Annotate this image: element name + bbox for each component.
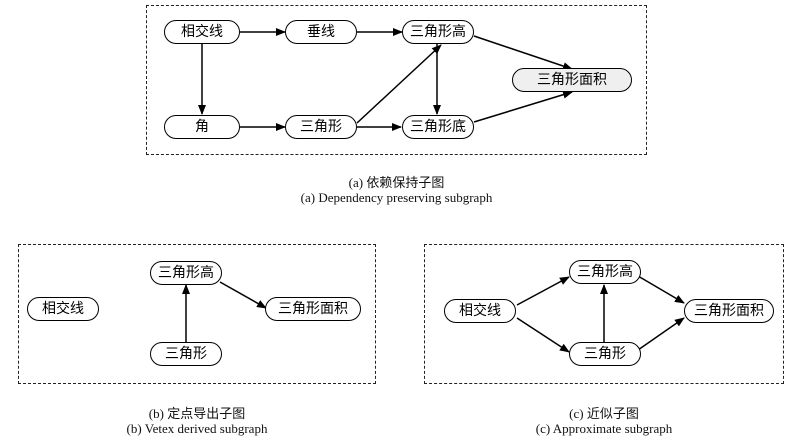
node-a-sanjiaoxinggao: 三角形高 [402,20,474,44]
node-a-sanjiaoxingdi: 三角形底 [402,115,474,139]
edge-a-sanjiaoxingdi-sanjiaoxingmianji [473,90,573,123]
node-b-sanjiaoxingmianji: 三角形面积 [265,297,361,321]
panel-c-frame [424,244,784,384]
node-a-xiangjiaoxian: 相交线 [164,20,240,44]
edge-c-sanjiaoxing-sanjiaoxingmianji [637,317,685,351]
node-a-sanjiaoxing: 三角形 [285,115,357,139]
edge-c-sanjiaoxinggao-sanjiaoxingmianji [637,275,685,304]
node-b-sanjiaoxing: 三角形 [150,342,222,366]
node-a-jiao: 角 [164,115,240,139]
caption-c-en: (c) Approximate subgraph [535,421,673,436]
caption-c-cn: (c) 近似子图 [569,406,639,421]
caption-a-en: (a) Dependency preserving subgraph [300,190,493,205]
node-a-chuixian: 垂线 [285,20,357,44]
edge-c-xiangjiaoxian-sanjiaoxinggao [516,276,570,306]
caption-a-cn: (a) 依赖保持子图 [348,175,445,190]
panel-b-frame [18,244,376,384]
node-a-sanjiaoxingmianji: 三角形面积 [512,68,632,92]
node-c-xiangjiaoxian: 相交线 [444,299,516,323]
node-c-sanjiaoxing: 三角形 [569,342,641,366]
panel-a-frame [146,5,647,155]
node-b-xiangjiaoxian: 相交线 [27,297,99,321]
node-b-sanjiaoxinggao: 三角形高 [150,261,222,285]
caption-b-en: (b) Vetex derived subgraph [126,421,268,436]
edge-a-sanjiaoxing-sanjiaoxinggao [356,44,442,124]
caption-b-cn: (b) 定点导出子图 [148,406,246,421]
node-c-sanjiaoxinggao: 三角形高 [569,260,641,284]
node-c-sanjiaoxingmianji: 三角形面积 [684,299,774,323]
edge-c-xiangjiaoxian-sanjiaoxing [516,317,570,353]
edge-a-sanjiaoxinggao-sanjiaoxingmianji [473,35,573,70]
edge-b-sanjiaoxinggao-sanjiaoxingmianji [219,281,267,309]
